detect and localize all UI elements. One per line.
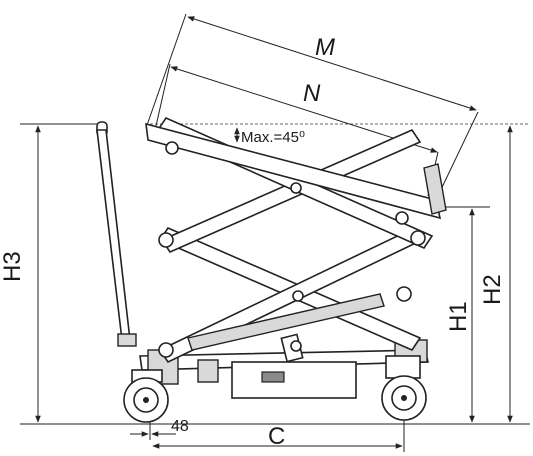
tilted-platform [145, 122, 447, 225]
label-n: N [303, 80, 321, 107]
front-caster-wheel [123, 369, 169, 423]
label-max-angle: Max.=45⁰ [241, 129, 305, 146]
label-h2: H2 [479, 274, 506, 305]
rear-wheel [381, 355, 427, 421]
label-c: C [268, 423, 285, 450]
push-handle [96, 121, 137, 347]
dimension-h1 [440, 206, 490, 423]
label-48: 48 [171, 418, 189, 435]
label-h3: H3 [0, 251, 26, 282]
dimension-h3 [20, 123, 100, 423]
label-h1: H1 [445, 301, 472, 332]
hydraulic-cylinder [187, 293, 385, 363]
label-m: M [315, 34, 335, 61]
